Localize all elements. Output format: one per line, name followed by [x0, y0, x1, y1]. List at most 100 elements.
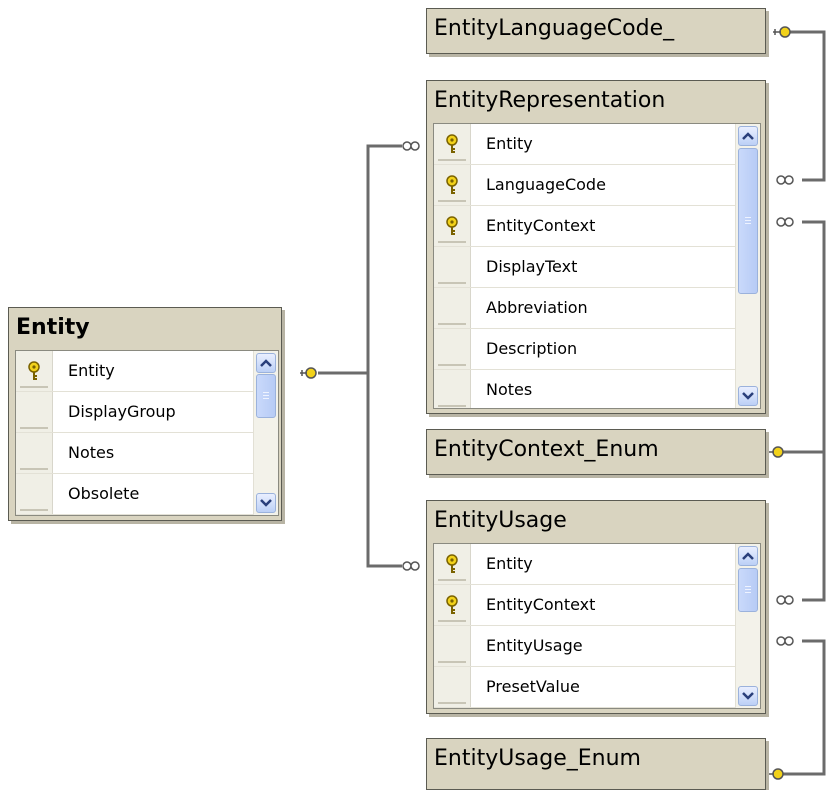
key-connector-icon — [300, 367, 317, 379]
table-row[interactable]: Description — [434, 329, 735, 370]
field-name: Obsolete — [68, 484, 140, 503]
table-entity-representation[interactable]: EntityRepresentation Entity LanguageCode… — [426, 80, 766, 414]
row-selector — [434, 626, 471, 666]
infinity-connector-icon — [776, 175, 794, 185]
field-name: Entity — [486, 134, 533, 153]
table-row[interactable]: EntityContext — [434, 585, 735, 626]
table-row[interactable]: DisplayText — [434, 247, 735, 288]
table-row[interactable]: LanguageCode — [434, 165, 735, 206]
field-name: Entity — [68, 361, 115, 380]
scroll-thumb[interactable] — [738, 148, 758, 294]
table-row[interactable]: PresetValue — [434, 667, 735, 708]
scroll-thumb[interactable] — [256, 374, 276, 418]
table-title: EntityUsage — [434, 508, 567, 533]
chevron-down-icon — [742, 692, 754, 700]
key-icon — [446, 554, 458, 573]
field-name: Description — [486, 339, 578, 358]
chevron-up-icon — [742, 552, 754, 560]
table-title: Entity — [16, 315, 90, 340]
table-entity-usage[interactable]: EntityUsage Entity EntityContext EntityU… — [426, 500, 766, 714]
scroll-down-button[interactable] — [738, 386, 758, 406]
table-row[interactable]: DisplayGroup — [16, 392, 253, 433]
chevron-up-icon — [742, 132, 754, 140]
scroll-up-button[interactable] — [738, 126, 758, 146]
field-list: Entity LanguageCode EntityContext Displa… — [433, 123, 761, 409]
scroll-down-button[interactable] — [256, 493, 276, 513]
field-name: Abbreviation — [486, 298, 588, 317]
key-icon — [446, 595, 458, 614]
field-name: Entity — [486, 554, 533, 573]
table-entity[interactable]: Entity Entity DisplayGroup Notes Obsolet… — [8, 307, 282, 521]
table-entity-context-enum[interactable]: EntityContext_Enum — [426, 429, 766, 475]
field-name: PresetValue — [486, 677, 580, 696]
key-icon — [446, 216, 458, 235]
table-row[interactable]: EntityUsage — [434, 626, 735, 667]
scrollbar[interactable] — [735, 544, 760, 708]
key-connector-icon — [773, 26, 791, 38]
table-row[interactable]: Entity — [434, 544, 735, 585]
table-row[interactable]: EntityContext — [434, 206, 735, 247]
table-row[interactable]: Entity — [434, 124, 735, 165]
key-icon — [446, 175, 458, 194]
row-selector — [434, 247, 471, 287]
row-selector — [16, 351, 53, 391]
field-name: LanguageCode — [486, 175, 606, 194]
relationship-line-usage-enum — [783, 639, 826, 776]
row-selector — [16, 433, 53, 473]
scrollbar[interactable] — [253, 351, 278, 515]
table-row[interactable]: Notes — [434, 370, 735, 408]
chevron-down-icon — [260, 499, 272, 507]
infinity-connector-icon — [776, 595, 794, 605]
table-row[interactable]: Abbreviation — [434, 288, 735, 329]
infinity-connector-icon — [776, 636, 794, 646]
scrollbar[interactable] — [735, 124, 760, 408]
table-title: EntityContext_Enum — [434, 437, 659, 462]
field-name: DisplayGroup — [68, 402, 176, 421]
scroll-up-button[interactable] — [738, 546, 758, 566]
table-row[interactable]: Notes — [16, 433, 253, 474]
scroll-thumb[interactable] — [738, 568, 758, 612]
field-name: EntityUsage — [486, 636, 583, 655]
field-name: EntityContext — [486, 216, 596, 235]
field-list: Entity EntityContext EntityUsage PresetV… — [433, 543, 761, 709]
table-entity-usage-enum[interactable]: EntityUsage_Enum — [426, 738, 766, 790]
row-selector — [434, 667, 471, 707]
field-name: EntityContext — [486, 595, 596, 614]
row-selector — [434, 585, 471, 625]
scroll-down-button[interactable] — [738, 686, 758, 706]
field-list: Entity DisplayGroup Notes Obsolete — [15, 350, 279, 516]
table-entity-language-code[interactable]: EntityLanguageCode_ — [426, 8, 766, 54]
chevron-down-icon — [742, 392, 754, 400]
chevron-up-icon — [260, 359, 272, 367]
relationship-line-entity-usage — [366, 373, 402, 568]
table-title: EntityRepresentation — [434, 88, 666, 113]
row-selector — [434, 329, 471, 369]
scroll-up-button[interactable] — [256, 353, 276, 373]
row-selector — [434, 124, 471, 164]
table-title: EntityUsage_Enum — [434, 746, 641, 771]
row-selector — [434, 544, 471, 584]
relationship-line-language-code — [790, 30, 826, 182]
infinity-connector-icon — [402, 141, 420, 151]
field-name: Notes — [68, 443, 115, 462]
field-name: DisplayText — [486, 257, 578, 276]
row-selector — [434, 370, 471, 408]
table-row[interactable]: Obsolete — [16, 474, 253, 515]
key-connector-icon — [766, 446, 784, 458]
key-connector-icon — [766, 768, 784, 780]
table-row[interactable]: Entity — [16, 351, 253, 392]
infinity-connector-icon — [776, 217, 794, 227]
table-title: EntityLanguageCode_ — [434, 16, 675, 41]
row-selector — [434, 206, 471, 246]
field-name: Notes — [486, 380, 533, 399]
relationship-line-context-representation — [783, 220, 826, 454]
row-selector — [16, 474, 53, 514]
key-icon — [28, 361, 40, 380]
row-selector — [434, 165, 471, 205]
relationship-line-context-usage — [783, 450, 826, 602]
infinity-connector-icon — [402, 561, 420, 571]
key-icon — [446, 134, 458, 153]
relationship-line-entity-representation — [318, 144, 402, 375]
row-selector — [434, 288, 471, 328]
